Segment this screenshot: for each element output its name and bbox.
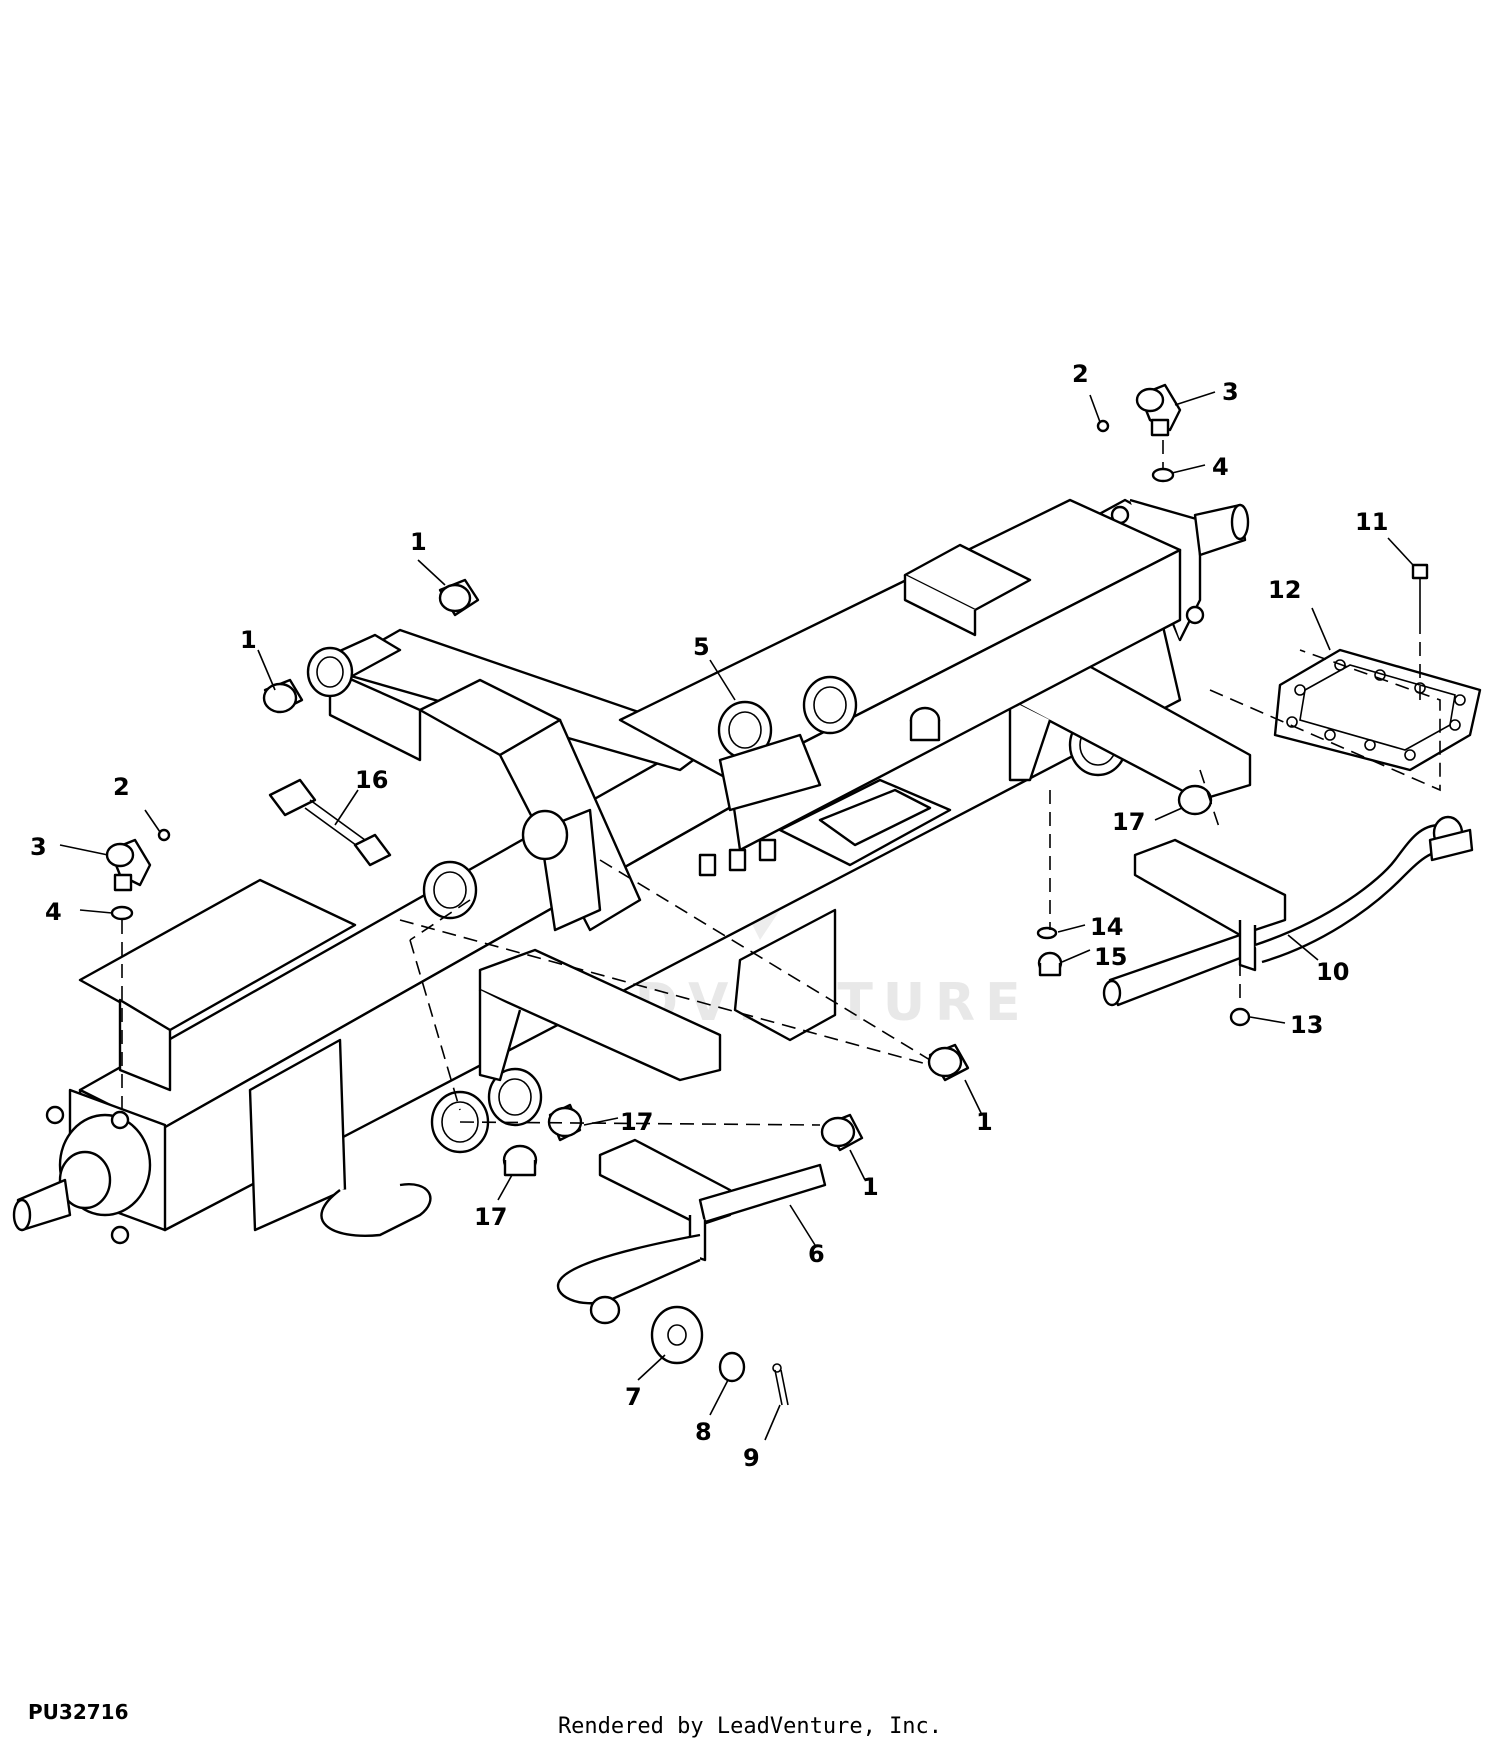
render-credit: Rendered by LeadVenture, Inc. <box>557 1714 943 1739</box>
upper-frame <box>306 498 1182 932</box>
callout-1-left: 1 <box>240 626 257 654</box>
callout-4-left: 4 <box>45 898 62 926</box>
callout-13: 13 <box>1290 1011 1323 1039</box>
callout-15: 15 <box>1094 943 1127 971</box>
leader-lines <box>59 391 1414 1441</box>
callout-1-right: 1 <box>976 1108 993 1136</box>
callout-3-right: 3 <box>1222 378 1239 406</box>
callout-1-lower: 1 <box>862 1173 879 1201</box>
callout-9: 9 <box>743 1444 760 1472</box>
callout-17-right: 17 <box>1112 808 1145 836</box>
callout-14: 14 <box>1090 913 1123 941</box>
callout-11: 11 <box>1355 508 1388 536</box>
callout-8: 8 <box>695 1418 712 1446</box>
alignment-lines <box>121 440 1441 1126</box>
callout-4-right: 4 <box>1212 453 1229 481</box>
callout-labels: 1 1 1 1 2 2 3 3 4 4 5 6 7 8 9 10 11 12 1… <box>30 360 1388 1472</box>
callout-12: 12 <box>1268 576 1301 604</box>
callout-10: 10 <box>1316 958 1349 986</box>
stabilizer-bar-10 <box>1036 815 1474 1027</box>
callout-17-lower: 17 <box>474 1203 507 1231</box>
callout-16: 16 <box>355 766 388 794</box>
tie-rod <box>268 778 392 867</box>
callout-6: 6 <box>808 1240 825 1268</box>
bushings <box>502 706 1213 1177</box>
fittings <box>105 383 1182 921</box>
stabilizer-bar-6 <box>556 1138 827 1406</box>
callout-3-left: 3 <box>30 833 47 861</box>
callout-2-right: 2 <box>1072 360 1089 388</box>
callout-17-mid: 17 <box>620 1108 653 1136</box>
callout-2-left: 2 <box>113 773 130 801</box>
callout-7: 7 <box>625 1383 642 1411</box>
callout-5: 5 <box>693 633 710 661</box>
diagram-id: PU32716 <box>28 1700 129 1724</box>
callout-1-top: 1 <box>410 528 427 556</box>
cover-plate <box>1273 563 1482 772</box>
